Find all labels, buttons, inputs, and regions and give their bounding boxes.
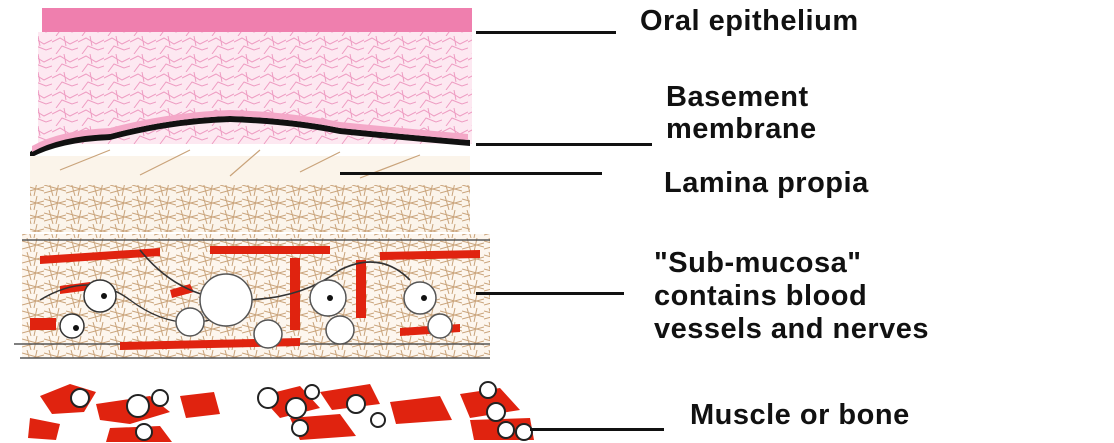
label-oral-epithelium: Oral epithelium [640, 4, 859, 38]
label-basement-line2: membrane [666, 112, 817, 146]
leader-muscle-bone [530, 428, 664, 431]
leader-basement-membrane [476, 143, 652, 146]
label-basement-line1: Basement [666, 80, 809, 114]
submucosa-layer [14, 234, 490, 358]
oral-epithelium-layer [38, 8, 472, 144]
lamina-propria-layer [30, 150, 470, 232]
muscle-bone-layer [28, 382, 534, 442]
label-submucosa-line2: contains blood [654, 279, 867, 313]
leader-oral-epithelium [476, 31, 616, 34]
label-lamina-propia: Lamina propia [664, 166, 869, 200]
label-muscle-bone: Muscle or bone [690, 398, 910, 432]
leader-lamina-propia [340, 172, 602, 175]
label-submucosa-line3: vessels and nerves [654, 312, 929, 346]
leader-submucosa [476, 292, 624, 295]
label-submucosa-line1: "Sub-mucosa" [654, 246, 862, 280]
